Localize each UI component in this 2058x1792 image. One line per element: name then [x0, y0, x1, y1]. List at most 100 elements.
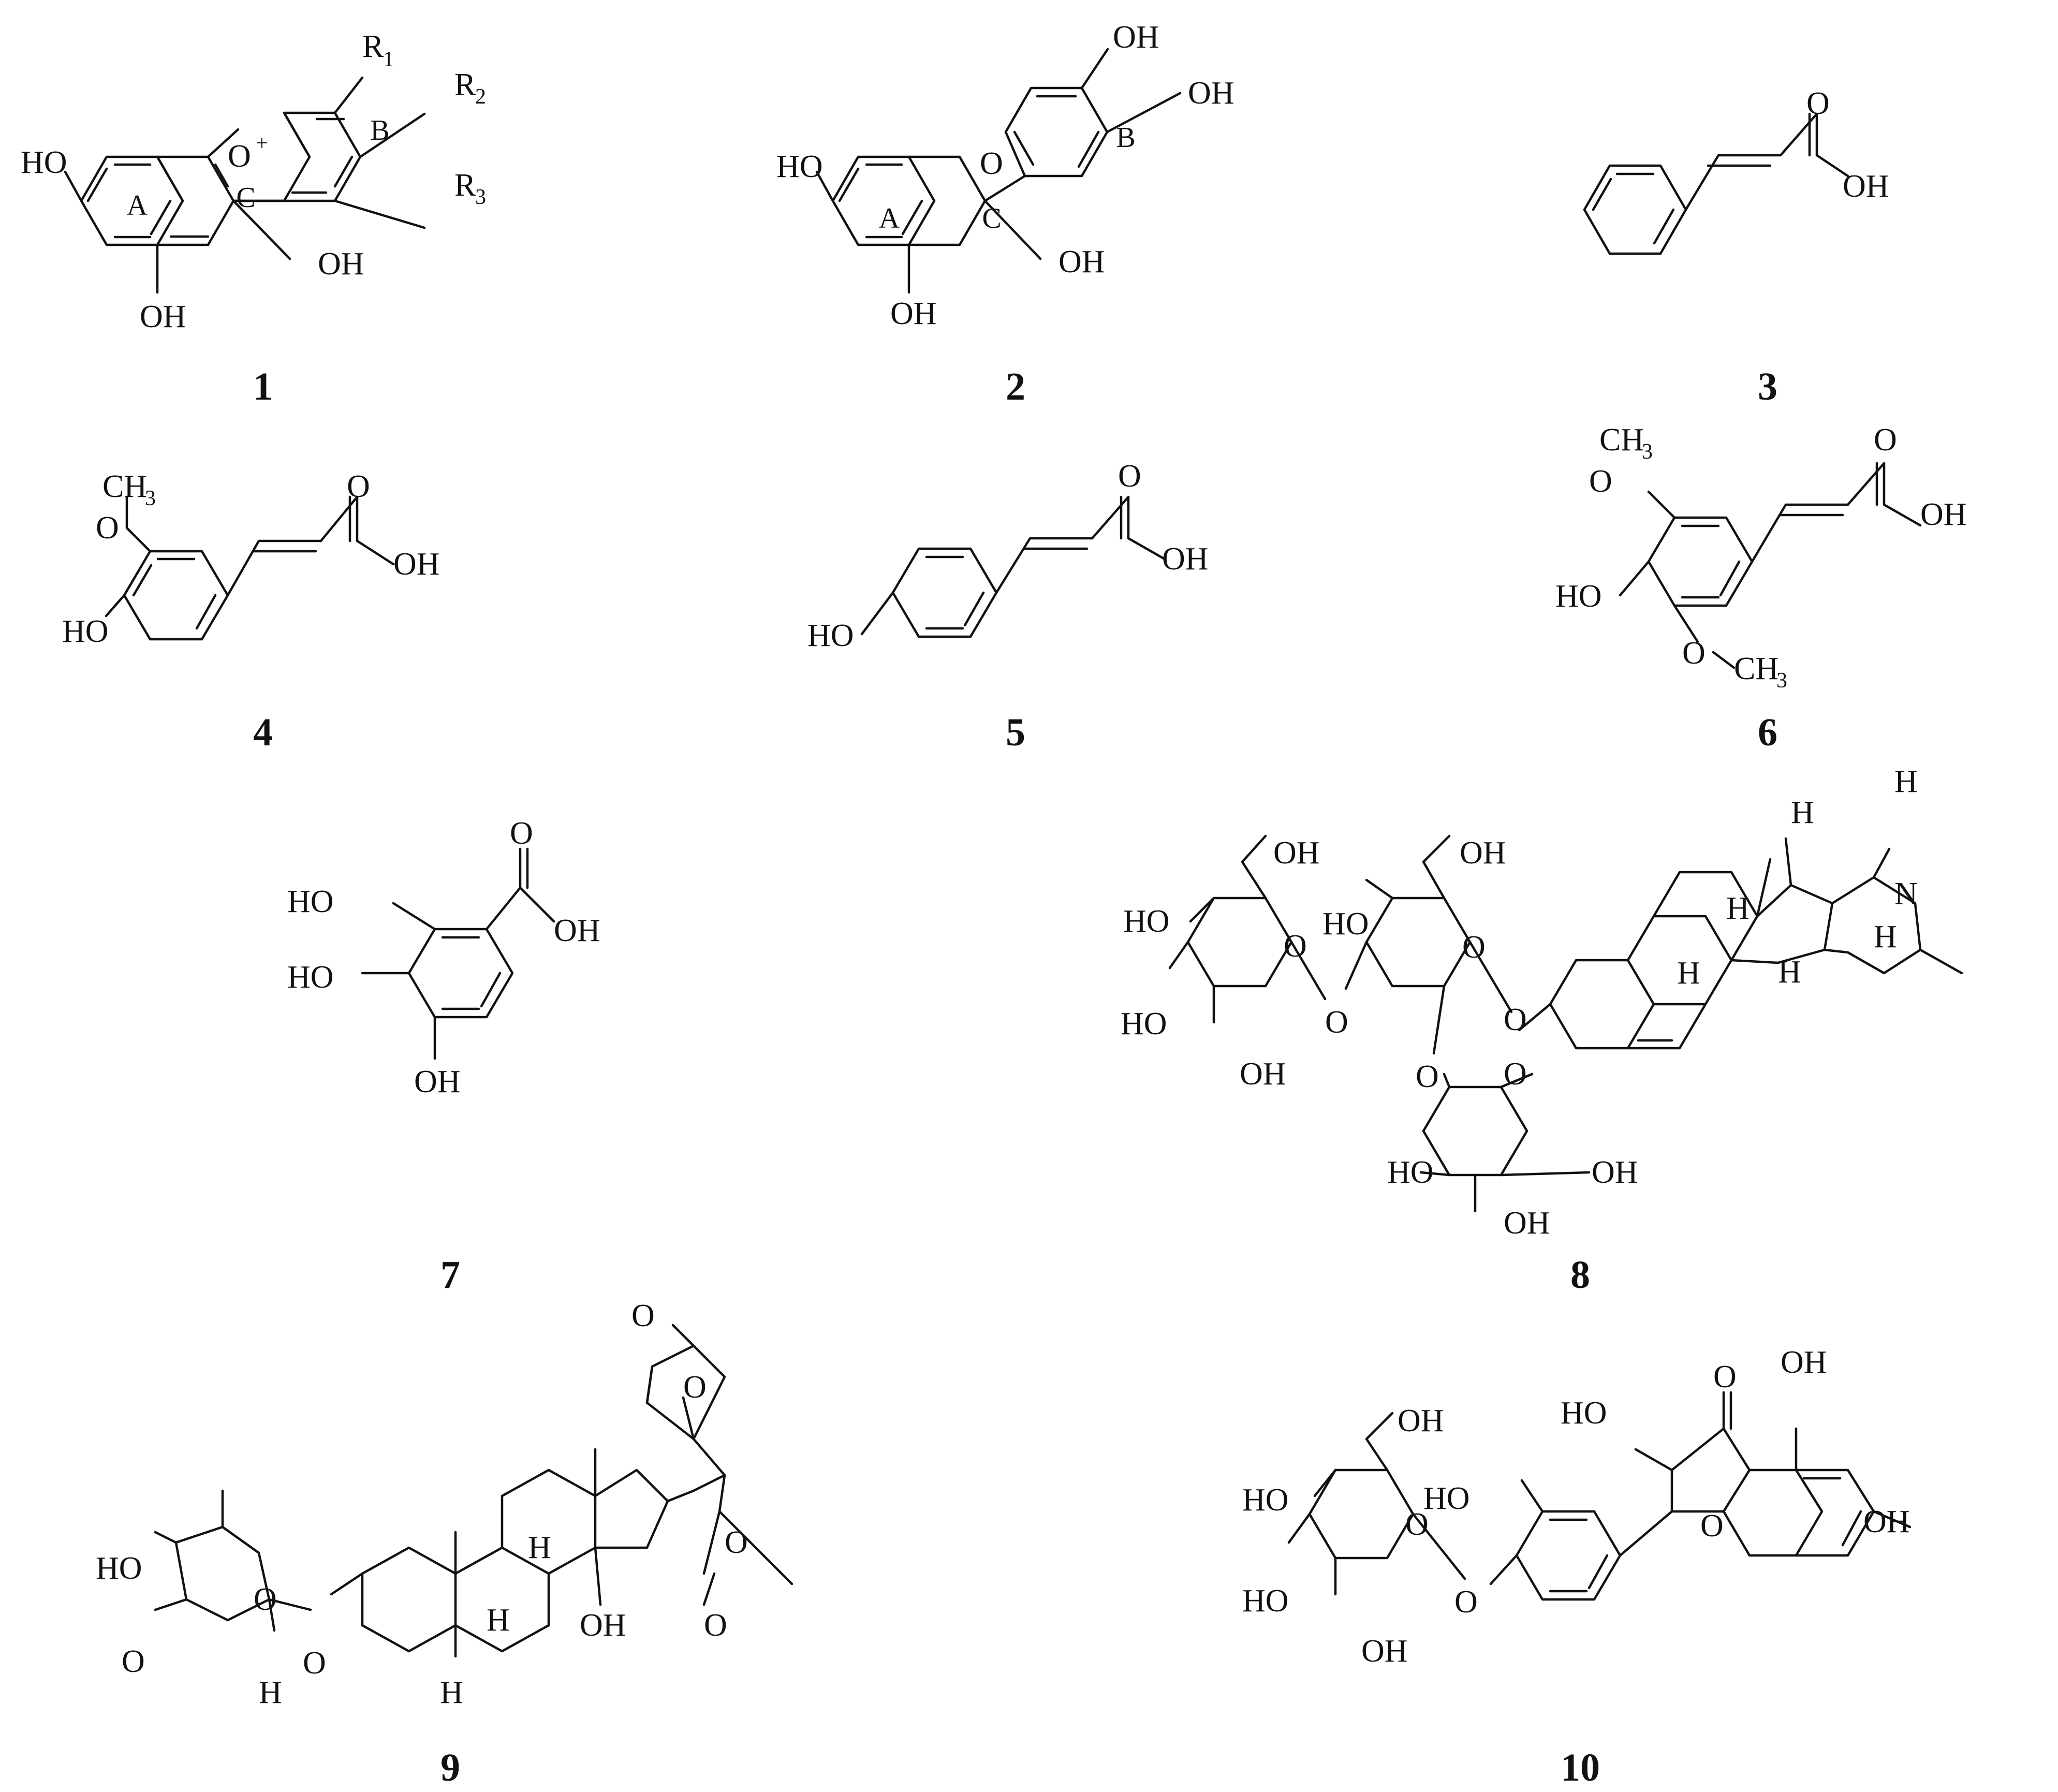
compound-10-ho3: HO [1561, 1396, 1607, 1431]
compound-1-ring-b: B [370, 114, 389, 146]
compound-8-oh-a: OH [1273, 835, 1320, 871]
compound-10-number: 10 [1561, 1746, 1600, 1789]
compound-7-structure: O OH HO HO OH [287, 816, 600, 1099]
compound-8-number: 8 [1570, 1253, 1590, 1297]
compound-8-o-link3: O [1416, 1059, 1439, 1094]
compound-6-number: 6 [1758, 711, 1777, 754]
compound-8-h4: H [1874, 919, 1897, 954]
compound-10-ho-b: HO [1423, 1481, 1470, 1516]
compound-5-acid-o: O [1118, 459, 1141, 494]
compound-10-oh-ch2: OH [1398, 1403, 1444, 1438]
compound-8-o-ring-a: O [1284, 929, 1307, 964]
compound-9-o-lac: O [631, 1298, 655, 1333]
compound-2-oh3: OH [1059, 244, 1105, 280]
compound-8-ho-c1: HO [1387, 1155, 1434, 1190]
compound-9-h8: H [528, 1530, 551, 1565]
compound-9-o-carb: O [704, 1608, 727, 1643]
compound-6-ch3b: CH [1734, 651, 1778, 686]
compound-7-ho1: HO [287, 884, 334, 919]
compound-3-acid-o: O [1806, 86, 1830, 121]
compound-8-o-ring-c: O [1504, 1056, 1527, 1092]
compound-9-o-sugar: O [254, 1582, 277, 1617]
compound-2-number: 2 [1006, 365, 1025, 408]
compound-8-o-link2: O [1504, 1002, 1527, 1037]
compound-9-h9: H [487, 1603, 510, 1638]
compound-10-o1: O [1700, 1508, 1724, 1544]
compound-1-r3-sub: 3 [475, 185, 486, 209]
compound-4-acid-o: O [347, 469, 370, 504]
compound-1-structure: A C B HO O + R 1 R 2 R 3 OH OH [21, 29, 486, 334]
compound-10-o-ring: O [1405, 1507, 1429, 1542]
compound-8-oh-c2: OH [1592, 1155, 1638, 1190]
compound-8-h2: H [1894, 764, 1918, 799]
compound-10-oh3: OH [1361, 1634, 1408, 1669]
compound-6-acid-o: O [1874, 422, 1897, 458]
compound-1-r2-sub: 2 [475, 85, 486, 109]
compound-8-ho-a2: HO [1121, 1006, 1167, 1041]
compound-2-ring-c: C [982, 202, 1001, 234]
compound-9-o-ac: O [725, 1525, 748, 1560]
compound-8-h3: H [1726, 891, 1750, 926]
compound-1-number: 1 [253, 365, 273, 408]
compound-6-oa: O [1589, 464, 1612, 499]
compound-1-plus: + [256, 131, 268, 155]
compound-8-h6: H [1778, 954, 1801, 990]
compound-7-oh3: OH [414, 1064, 461, 1099]
compound-6-ob: O [1682, 636, 1706, 671]
compound-6-ch3a: CH [1599, 422, 1644, 458]
compound-10-oh7: OH [1863, 1504, 1910, 1539]
compound-1-r1-sub: 1 [383, 48, 394, 71]
compound-6-ho: HO [1555, 579, 1602, 614]
compound-8-oh-b: OH [1460, 835, 1506, 871]
compound-6-structure: CH 3 O O OH HO O CH 3 [1555, 422, 1967, 693]
compound-7-number: 7 [440, 1253, 460, 1297]
compound-4-oh: OH [393, 547, 440, 582]
compound-1-ring-a: A [127, 189, 148, 222]
compound-4-ch3-sub: 3 [145, 487, 156, 510]
compound-4-ch3: CH [102, 469, 147, 504]
compound-8-o-link1: O [1325, 1005, 1348, 1040]
compound-8-h1: H [1791, 795, 1814, 830]
compound-2-ho7: HO [776, 149, 823, 184]
compound-4-o: O [96, 510, 119, 546]
compound-8-o-ring-b: O [1462, 930, 1486, 965]
compound-10-ho2: HO [1242, 1583, 1289, 1619]
compound-1-oh5: OH [140, 299, 186, 334]
compound-1-ho7: HO [21, 145, 67, 180]
compound-2-oh4p: OH [1188, 76, 1234, 111]
compound-1-r2: R [454, 67, 476, 102]
compound-1-ring-c: C [236, 182, 255, 214]
compound-8-oh-c3: OH [1504, 1206, 1550, 1241]
compound-8-n: N [1894, 876, 1918, 912]
compound-3-oh: OH [1843, 169, 1889, 204]
compound-4-structure: CH 3 O O OH HO [62, 469, 440, 649]
compound-1-oh3: OH [318, 246, 364, 282]
compound-9-oh14: OH [580, 1608, 626, 1643]
compound-4-ho: HO [62, 614, 109, 649]
compound-4-number: 4 [253, 711, 273, 754]
compound-2-structure: A C B HO O OH OH OH OH [776, 20, 1234, 331]
compound-7-ho2: HO [287, 960, 334, 995]
compound-5-structure: O OH HO [807, 459, 1209, 653]
compound-3-structure: O OH [1583, 86, 1889, 255]
compound-9-number: 9 [440, 1746, 460, 1789]
compound-7-oh: OH [554, 913, 600, 948]
compound-8-ho-b1: HO [1322, 906, 1369, 942]
compound-6-oh: OH [1920, 497, 1967, 532]
compound-10-o-glyc: O [1454, 1584, 1478, 1620]
compound-5-ho: HO [807, 618, 854, 653]
compound-2-o1: O [980, 146, 1003, 181]
compound-1-oplus: O [228, 139, 251, 174]
compound-9-h-ano: H [259, 1675, 282, 1710]
compound-9-o-me: O [122, 1644, 145, 1679]
compound-8-h5: H [1677, 956, 1700, 991]
compound-8-ho-a1: HO [1123, 904, 1170, 939]
compound-1-r3: R [454, 168, 476, 203]
compound-10-structure: OH HO O HO OH HO O O OH HO O OH [1242, 1345, 1912, 1669]
compound-2-oh5: OH [890, 296, 937, 331]
compound-9-o-glyc: O [303, 1646, 326, 1681]
compound-9-ho: HO [96, 1551, 142, 1586]
compound-2-ring-a: A [879, 202, 900, 234]
compound-5-oh: OH [1162, 541, 1209, 577]
